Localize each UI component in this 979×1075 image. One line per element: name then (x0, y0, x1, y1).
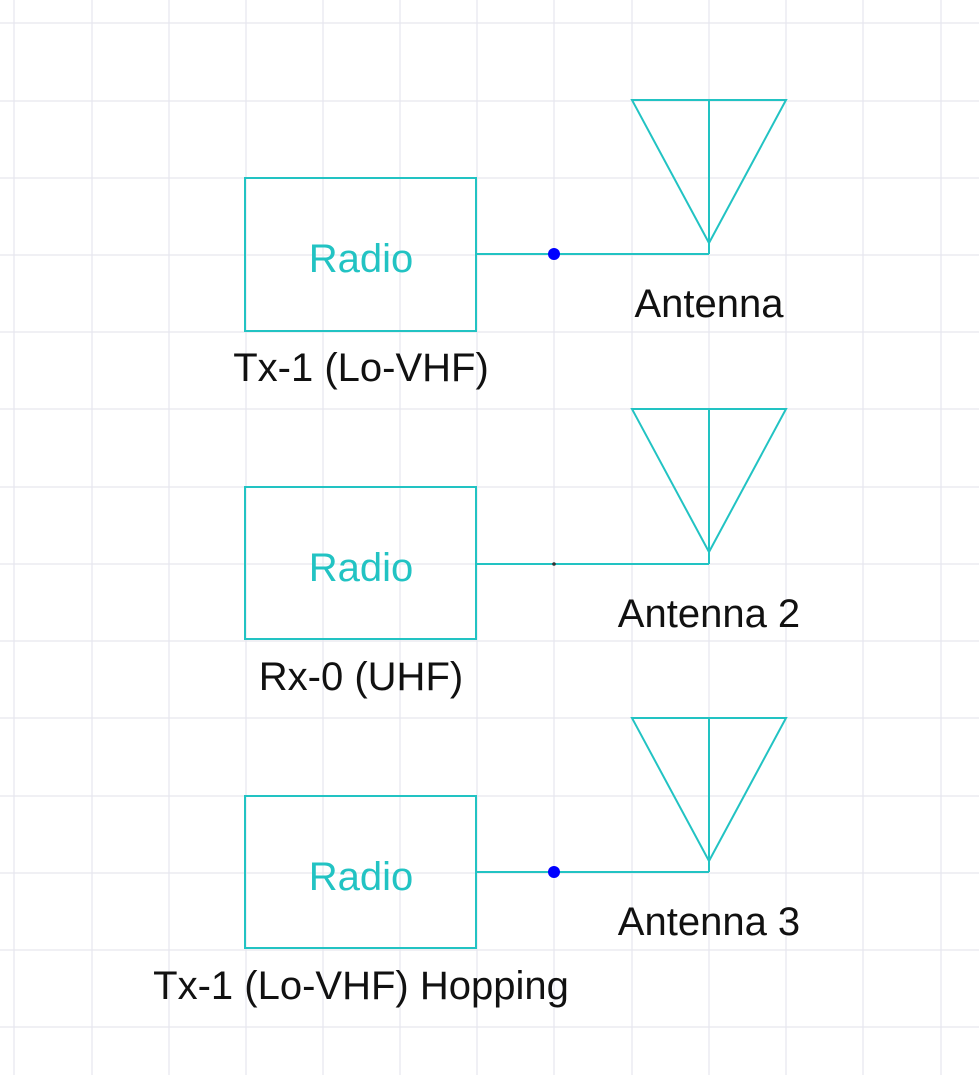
radio-antenna-row-1: Radio Tx-1 (Lo-VHF) Antenna (233, 99, 788, 390)
radio-block-3[interactable]: Radio (244, 795, 477, 949)
connection-node[interactable] (548, 866, 560, 878)
radio-caption: Rx-0 (UHF) (259, 655, 463, 699)
antenna-icon[interactable] (630, 408, 788, 564)
antenna-2[interactable] (630, 408, 788, 564)
radio-antenna-row-3: Radio Tx-1 (Lo-VHF) Hopping Antenna 3 (153, 717, 800, 1008)
antenna-icon[interactable] (630, 717, 788, 872)
antenna-label: Antenna 2 (618, 592, 800, 636)
radio-label: Radio (309, 546, 414, 590)
radio-label: Radio (309, 237, 414, 281)
antenna-label: Antenna 3 (618, 900, 800, 944)
radio-block-1[interactable]: Radio (244, 177, 477, 332)
radio-antenna-row-2: Radio Rx-0 (UHF) Antenna 2 (244, 408, 800, 699)
connection-node[interactable] (552, 562, 556, 566)
radio-caption: Tx-1 (Lo-VHF) Hopping (153, 964, 569, 1008)
antenna-3[interactable] (630, 717, 788, 872)
radio-label: Radio (309, 855, 414, 899)
antenna-icon[interactable] (630, 99, 788, 254)
antenna-label: Antenna (634, 282, 784, 326)
antenna-1[interactable] (630, 99, 788, 254)
radio-block-2[interactable]: Radio (244, 486, 477, 640)
connection-node[interactable] (548, 248, 560, 260)
radio-caption: Tx-1 (Lo-VHF) (233, 346, 489, 390)
